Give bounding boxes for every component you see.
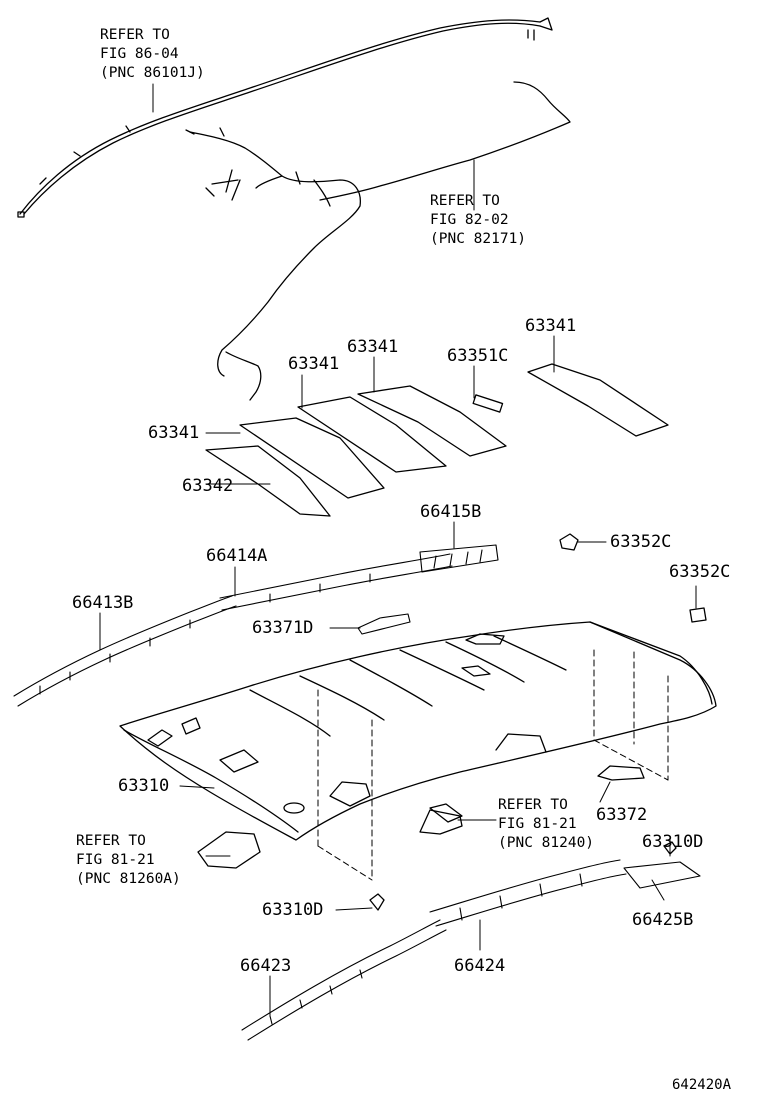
part-label-66415b: 66415B bbox=[420, 502, 482, 522]
part-label-63371d: 63371D bbox=[252, 618, 314, 638]
part-label-63310d-right: 63310D bbox=[642, 832, 704, 852]
part-label-66423: 66423 bbox=[240, 956, 292, 976]
part-label-66424: 66424 bbox=[454, 956, 506, 976]
part-label-63310d-left: 63310D bbox=[262, 900, 324, 920]
part-label-63352c-lower: 63352C bbox=[669, 562, 731, 582]
part-label-63351c: 63351C bbox=[447, 346, 509, 366]
roof-wire-harness-lower bbox=[185, 81, 571, 401]
silencer-pad-4 bbox=[527, 363, 669, 437]
part-label-63372: 63372 bbox=[596, 805, 648, 825]
silencer-pad-3 bbox=[357, 385, 507, 457]
small-fasteners bbox=[197, 533, 707, 911]
roof-wire-harness-upper bbox=[17, 17, 553, 218]
trim-66423 bbox=[241, 919, 441, 1031]
reference-wire-harness-upper: REFER TO FIG 86-04 (PNC 86101J) bbox=[100, 27, 205, 81]
bracket-63372 bbox=[597, 765, 645, 781]
part-label-63341-top: 63341 bbox=[347, 337, 399, 357]
console-81260a bbox=[197, 831, 261, 869]
grab-bracket-63371d bbox=[357, 613, 411, 635]
mounting-lines bbox=[317, 649, 669, 881]
part-label-63341-middle: 63341 bbox=[288, 354, 340, 374]
part-label-66414a: 66414A bbox=[206, 546, 268, 566]
clip-63352c-a bbox=[559, 533, 579, 551]
part-label-63352c-upper: 63352C bbox=[610, 532, 672, 552]
silencer-pad-1 bbox=[239, 417, 385, 499]
leader-lines bbox=[99, 83, 697, 1017]
part-label-63341-top-right: 63341 bbox=[525, 316, 577, 336]
reference-console-left: REFER TO FIG 81-21 (PNC 81260A) bbox=[76, 833, 181, 887]
screw-63310d-a bbox=[369, 893, 385, 911]
part-label-63310: 63310 bbox=[118, 776, 170, 796]
roof-silencer-pads bbox=[205, 363, 669, 517]
reference-wire-harness-right: REFER TO FIG 82-02 (PNC 82171) bbox=[430, 193, 527, 247]
roof-headliner-63310 bbox=[119, 621, 717, 841]
trim-66424 bbox=[429, 859, 621, 913]
part-label-63341-left: 63341 bbox=[148, 423, 200, 443]
reference-console-right: REFER TO FIG 81-21 (PNC 81240) bbox=[498, 797, 595, 851]
console-81240 bbox=[429, 803, 463, 823]
silencer-pad-2 bbox=[297, 396, 447, 473]
screw-63310d-b bbox=[663, 841, 677, 855]
trim-66415b bbox=[419, 544, 499, 573]
part-label-66413b: 66413B bbox=[72, 593, 134, 613]
diagram-code: 642420A bbox=[672, 1077, 732, 1093]
trim-66414a bbox=[219, 553, 451, 599]
retainer-63351c bbox=[472, 394, 504, 413]
part-label-66425b: 66425B bbox=[632, 910, 694, 930]
lower-side-trims bbox=[241, 859, 701, 1041]
trim-66413b bbox=[13, 595, 233, 697]
clip-63352c-b bbox=[689, 607, 707, 623]
roof-side-trims bbox=[13, 544, 499, 707]
trim-66425b bbox=[623, 861, 701, 889]
part-label-63342: 63342 bbox=[182, 476, 234, 496]
